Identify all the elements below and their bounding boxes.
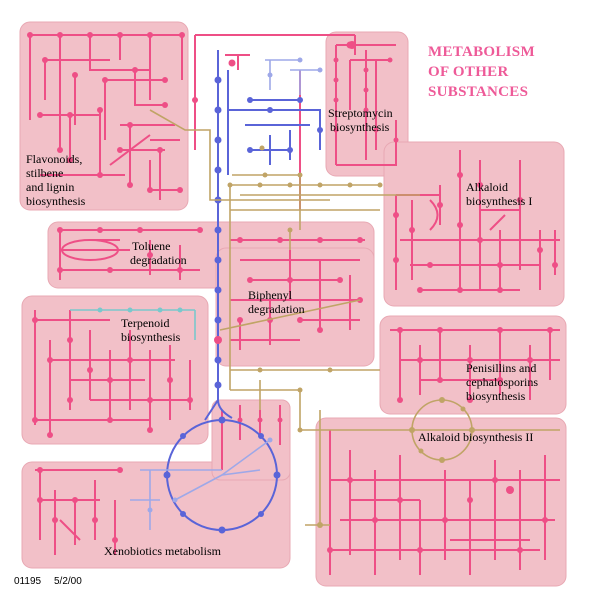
region-terpenoid[interactable] [21, 295, 209, 445]
penicillins-pathways [390, 327, 560, 403]
label-biphenyl-1: Biphenyl [248, 288, 293, 302]
footer: 01195 5/2/00 [14, 576, 82, 587]
region-labels: Flavonoids, stilbene and lignin biosynth… [26, 106, 538, 558]
label-toluene-1: Toluene [132, 239, 170, 253]
title: METABOLISM OF OTHER SUBSTANCES [428, 44, 535, 100]
label-flavonoids-2: stilbene [26, 166, 63, 180]
alkaloid-1-pathways [393, 150, 560, 293]
alkaloid-2-pathways [300, 397, 560, 575]
label-penicillins-1: Penisillins and [466, 361, 536, 375]
label-xenobiotics: Xenobiotics metabolism [104, 544, 222, 558]
map-date: 5/2/00 [54, 576, 82, 587]
region-biphenyl[interactable] [215, 247, 375, 367]
map-id: 01195 [14, 576, 42, 587]
label-toluene-2: degradation [130, 253, 187, 267]
region-alkaloid-2[interactable] [315, 417, 567, 587]
title-line-2: OF OTHER [428, 64, 509, 80]
label-streptomycin-1: Streptomycin [328, 106, 393, 120]
label-streptomycin-2: biosynthesis [330, 120, 390, 134]
label-alkaloid-1-2: biosynthesis I [466, 194, 532, 208]
region-backgrounds [19, 21, 567, 587]
label-terpenoid-1: Terpenoid [121, 316, 169, 330]
label-alkaloid-1-1: Alkaloid [466, 180, 508, 194]
label-flavonoids-1: Flavonoids, [26, 152, 82, 166]
region-penicillins[interactable] [379, 315, 567, 415]
label-flavonoids-4: biosynthesis [26, 194, 86, 208]
toluene-biphenyl-pathways [57, 227, 365, 350]
title-line-1: METABOLISM [428, 44, 535, 60]
olive-connectors [149, 109, 420, 433]
central-backbone [130, 34, 356, 534]
label-terpenoid-2: biosynthesis [121, 330, 181, 344]
region-xenobiotics[interactable] [21, 461, 291, 569]
label-penicillins-3: biosynthesis [466, 389, 526, 403]
terpenoid-pathways [32, 307, 196, 438]
label-flavonoids-3: and lignin [26, 180, 74, 194]
label-penicillins-2: cephalosporins [466, 375, 538, 389]
flavonoids-pathways [27, 32, 185, 200]
label-alkaloid-2: Alkaloid biosynthesis II [418, 430, 533, 444]
title-line-3: SUBSTANCES [428, 84, 528, 100]
label-biphenyl-2: degradation [248, 302, 305, 316]
